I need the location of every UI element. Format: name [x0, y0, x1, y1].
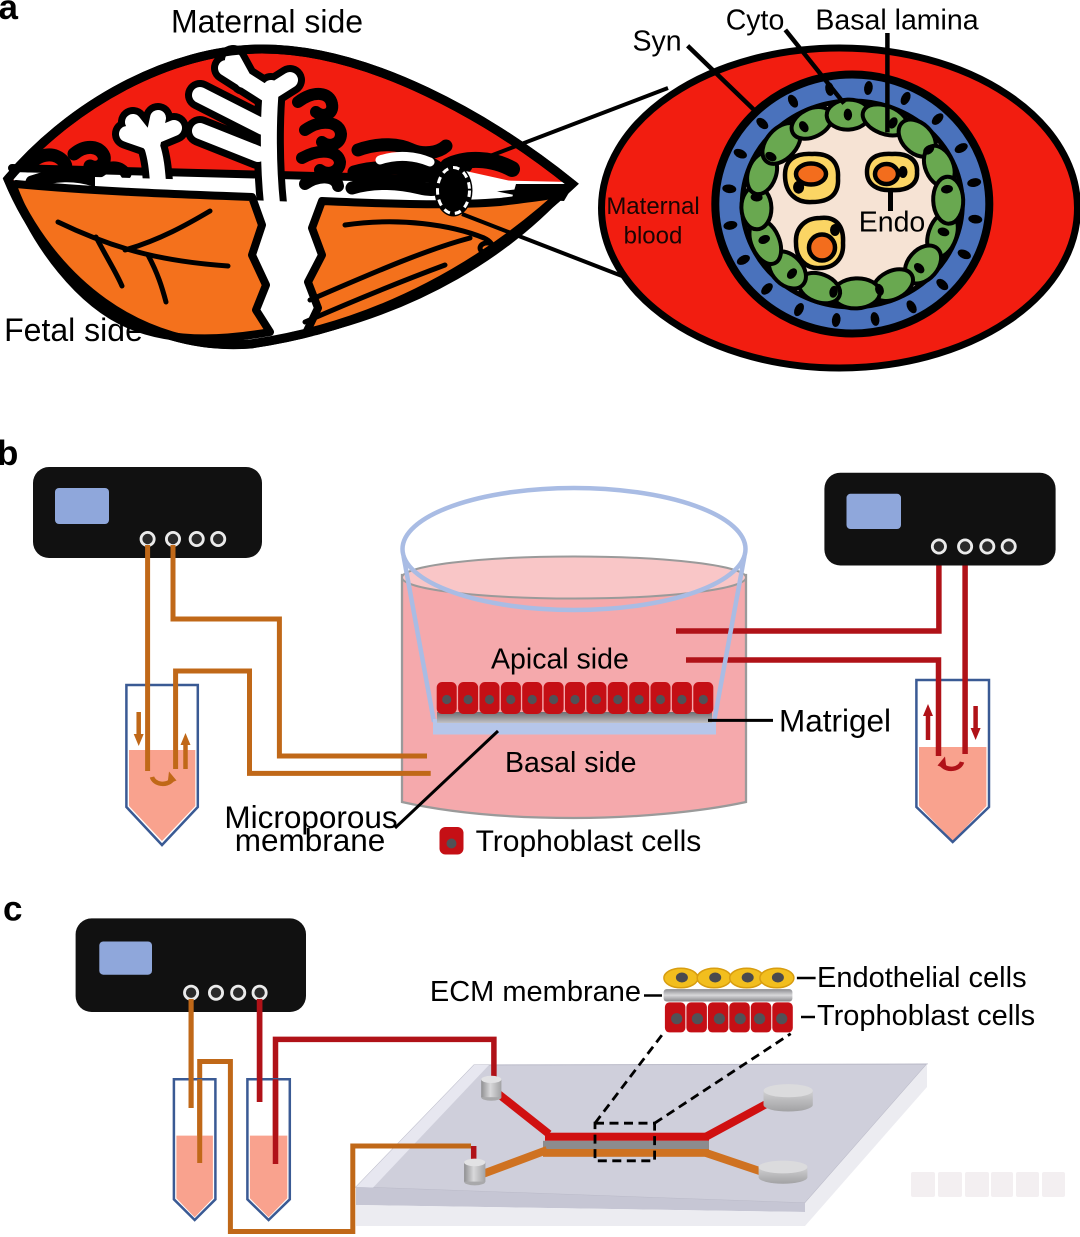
svg-text:b: b — [0, 434, 18, 473]
svg-text:Endothelial cells: Endothelial cells — [817, 962, 1027, 994]
svg-text:Maternal side: Maternal side — [171, 4, 363, 40]
svg-text:Cyto: Cyto — [726, 5, 785, 37]
svg-text:ECM membrane: ECM membrane — [430, 976, 641, 1008]
svg-text:membrane: membrane — [235, 822, 386, 858]
svg-text:a: a — [0, 0, 19, 27]
svg-text:blood: blood — [624, 223, 683, 250]
svg-text:Matrigel: Matrigel — [779, 703, 891, 739]
svg-text:Endo: Endo — [859, 207, 926, 239]
svg-text:Trophoblast cells: Trophoblast cells — [476, 825, 702, 858]
svg-text:Syn: Syn — [632, 26, 681, 58]
svg-text:Microporous: Microporous — [224, 799, 397, 835]
svg-text:Basal side: Basal side — [505, 747, 637, 779]
svg-text:c: c — [3, 890, 22, 929]
svg-text:Maternal: Maternal — [606, 193, 699, 220]
svg-text:Apical side: Apical side — [491, 644, 629, 676]
svg-text:Trophoblast cells: Trophoblast cells — [817, 1000, 1035, 1032]
svg-text:Basal lamina: Basal lamina — [815, 5, 978, 37]
